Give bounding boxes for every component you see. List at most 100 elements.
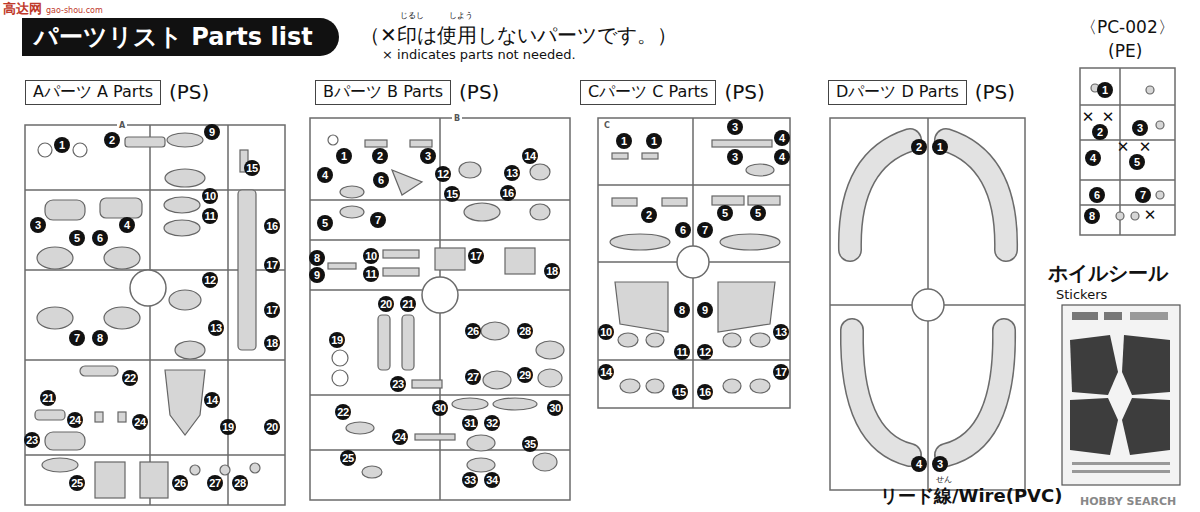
callout-number: 29 — [517, 367, 533, 383]
callout-number: 11 — [674, 344, 690, 360]
callout-number: 21 — [400, 296, 416, 312]
unused-mark: ✕ — [1142, 207, 1158, 223]
watermark: 高达网 — [3, 2, 42, 17]
callout-number: 23 — [390, 376, 406, 392]
callout-number: 2 — [372, 148, 388, 164]
callout-number: 1 — [616, 133, 632, 149]
callout-number: 14 — [598, 364, 614, 380]
unused-mark: ✕ — [1115, 139, 1131, 155]
callout-number: 17 — [264, 257, 280, 273]
callout-number: 34 — [484, 472, 500, 488]
callout-number: 30 — [432, 400, 448, 416]
callout-number: 5 — [69, 230, 85, 246]
callout-number: 18 — [264, 335, 280, 351]
sticker-heading-en: Stickers — [1056, 288, 1107, 303]
runner-header-box: Dパーツ D Parts — [828, 80, 967, 105]
callout-number: 11 — [363, 266, 379, 282]
title-text: パーツリスト Parts list — [34, 21, 313, 53]
callout-number: 3 — [932, 456, 948, 472]
callout-number: 8 — [674, 302, 690, 318]
callout-number: 17 — [468, 248, 484, 264]
material-code: (PS) — [459, 81, 499, 104]
callout-number: 2 — [1092, 124, 1108, 140]
callout-number: 9 — [204, 124, 220, 140]
callout-number: 14 — [522, 148, 538, 164]
header-text: Aパーツ A Parts — [33, 82, 153, 101]
callout-number: 23 — [24, 432, 40, 448]
callout-number: 27 — [465, 369, 481, 385]
ruby-text: しよう — [449, 11, 473, 20]
callout-number: 20 — [378, 296, 394, 312]
callout-number: 10 — [363, 248, 379, 264]
callout-number: 12 — [435, 166, 451, 182]
material-code: (PS) — [975, 81, 1015, 104]
runner-header-box: Bパーツ B Parts — [315, 80, 451, 105]
header-text: Bパーツ B Parts — [323, 82, 443, 101]
callout-number: 24 — [132, 414, 148, 430]
callout-number: 9 — [309, 267, 325, 283]
callout-number: 18 — [544, 263, 560, 279]
callout-number: 17 — [264, 302, 280, 318]
callout-number: 4 — [774, 149, 790, 165]
callout-number: 1 — [336, 148, 352, 164]
callout-number: 9 — [697, 302, 713, 318]
callout-number: 13 — [504, 165, 520, 181]
callout-number: 32 — [484, 415, 500, 431]
callout-number: 15 — [444, 186, 460, 202]
sticker-heading: ホイルシール — [1048, 262, 1168, 285]
note-text-en: × indicates parts not needed. — [382, 48, 576, 63]
material-code: (PS) — [724, 81, 764, 104]
callout-number: 5 — [717, 205, 733, 221]
ruby-text: じるし — [400, 11, 424, 20]
callout-number: 22 — [122, 370, 138, 386]
callout-number: 2 — [641, 207, 657, 223]
callout-number: 4 — [317, 167, 333, 183]
callout-number: 31 — [462, 415, 478, 431]
callout-number: 7 — [697, 222, 713, 238]
callout-number: 24 — [67, 412, 83, 428]
callout-number: 8 — [309, 250, 325, 266]
header-text: Dパーツ D Parts — [836, 82, 959, 101]
callout-number: 22 — [335, 404, 351, 420]
callout-number: 6 — [675, 222, 691, 238]
callout-number: 1 — [646, 133, 662, 149]
callout-number: 16 — [264, 218, 280, 234]
material-code: (PE) — [1108, 42, 1142, 62]
callout-number: 12 — [697, 344, 713, 360]
callout-number: 20 — [264, 419, 280, 435]
callout-number: 10 — [202, 188, 218, 204]
callout-number: 21 — [40, 390, 56, 406]
callout-number: 19 — [329, 332, 345, 348]
wire-label: リード線/Wire(PVC) — [880, 486, 1062, 507]
note-text: （✕印は使用しないパーツです。） — [360, 24, 677, 47]
callout-number: 6 — [373, 172, 389, 188]
callout-number: 3 — [1132, 120, 1148, 136]
callout-number: 2 — [911, 139, 927, 155]
callout-number: 13 — [208, 320, 224, 336]
callout-number: 16 — [697, 384, 713, 400]
callout-number: 1 — [932, 139, 948, 155]
callout-number: 26 — [465, 323, 481, 339]
callout-number: 1 — [1097, 82, 1113, 98]
callout-number: 3 — [727, 119, 743, 135]
callout-number: 10 — [598, 324, 614, 340]
callout-number: 27 — [207, 475, 223, 491]
callout-number: 7 — [1135, 187, 1151, 203]
callout-number: 25 — [69, 475, 85, 491]
ruby-text: せん — [936, 475, 952, 484]
callout-number: 6 — [92, 230, 108, 246]
callout-number: 26 — [172, 475, 188, 491]
callout-number: 1 — [54, 137, 70, 153]
unused-mark: ✕ — [1137, 139, 1153, 155]
callout-number: 12 — [202, 272, 218, 288]
callout-number: 4 — [1085, 150, 1101, 166]
callout-number: 19 — [220, 419, 236, 435]
callout-number: 30 — [547, 400, 563, 416]
callout-number: 5 — [1129, 154, 1145, 170]
callout-number: 2 — [104, 132, 120, 148]
watermark: HOBBY SEARCH — [1080, 496, 1176, 509]
watermark: gao-shou.com — [46, 6, 103, 15]
unused-mark: ✕ — [1100, 109, 1116, 125]
